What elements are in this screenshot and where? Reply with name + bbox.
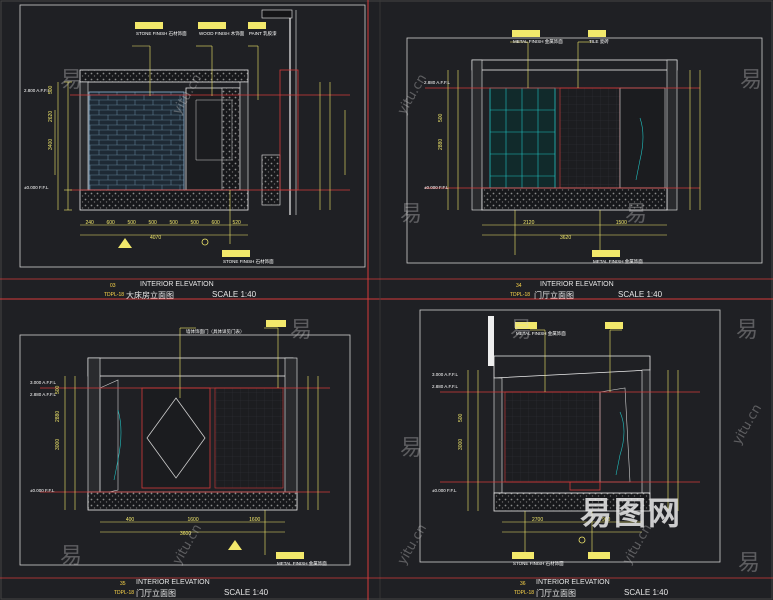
elevation-panel-3 [19,320,351,566]
elevation-panel-2 [406,30,763,264]
side-dimension-label: 2880 [55,410,61,422]
elevation-panel-1 [19,4,366,268]
level-marker-label: 3.000 A.F.F.L [432,372,459,377]
panel-1-sheet: TDPL-18 [104,292,125,298]
dimension-label: 600 [106,220,115,226]
material-callout-label: METAL FINISH 金属饰面 [513,39,563,44]
level-marker-label: ±0.000 F.F.L [30,488,55,493]
side-dimension-label: 500 [48,85,54,94]
side-dimension-label: 3000 [55,438,61,450]
dimension-label: 400 [125,517,135,523]
dimension-label: 520 [232,220,241,226]
panel-4-number: 36 [520,581,526,587]
level-marker-label: ±0.000 F.F.L [424,185,449,190]
dimension-label: 1500 [615,220,627,226]
dimension-label: 500 [127,220,136,226]
level-marker-label: 3.000 A.F.F.L [30,380,57,385]
dimension-label: 500 [148,220,157,226]
material-callout-label: STONE FINISH 石材饰面 [513,561,564,566]
level-marker-label: 2.880 A.F.F.L [30,392,57,397]
side-dimension-label: 500 [55,385,61,394]
level-marker-label: ±0.000 F.F.L [432,488,457,493]
material-callout-label: STONE FINISH 石材饰面 [136,31,187,36]
side-dimension-label: 500 [438,113,444,122]
dimension-total-label: 4070 [150,235,162,241]
side-dimension-label: 2620 [48,110,54,122]
panel-1-title: 大床房立面图 [126,291,174,300]
material-callout-label: STONE FINISH 石材饰面 [223,259,274,264]
level-marker-label: 2.800 A.F.F.L [24,88,51,93]
dimension-label: 1600 [249,517,261,523]
material-callout-label: PAINT 乳胶漆 [249,31,277,36]
dimension-label: 500 [169,220,178,226]
side-dimension-label: 2880 [438,138,444,150]
side-dimension-label: 3400 [48,138,54,150]
material-callout-label: WOOD FINISH 木饰面 [199,31,245,36]
material-callout-label: 墙体饰面门（具体详见门表） [186,329,245,334]
side-dimension-label: 500 [458,413,464,422]
panel-4-heading: INTERIOR ELEVATION [536,579,610,586]
panel-2-sheet: TDPL-18 [510,292,531,298]
dimension-label: 1600 [187,517,199,523]
material-callout-label: METAL FINISH 金属饰面 [593,259,643,264]
panel-4-scale: SCALE 1:40 [624,588,669,597]
panel-2-scale: SCALE 1:40 [618,290,663,299]
side-dimension-label: 3000 [458,438,464,450]
panel-4-sheet: TDPL-18 [514,590,535,596]
level-marker-label: 2.880 A.F.F.L [432,384,459,389]
dimension-label: 500 [190,220,199,226]
material-callout-label: TILE 瓷砖 [589,39,609,44]
dimension-total-label: 3600 [180,531,192,537]
panel-1-heading: INTERIOR ELEVATION [140,281,214,288]
dimension-label: 2700 [532,517,544,523]
watermark-brand-logo: 易图网 [580,494,683,532]
level-marker-label: 2.880 A.F.F.L [424,80,451,85]
dimension-label: 240 [85,220,94,226]
panel-1-number: 03 [110,283,116,289]
material-callout-label: METAL FINISH 金属饰面 [516,331,566,336]
dimension-total-label: 3620 [560,235,572,241]
elevation-panel-4 [419,309,721,563]
dimension-label: 2120 [523,220,535,226]
panel-1-scale: SCALE 1:40 [212,290,257,299]
panel-2-heading: INTERIOR ELEVATION [540,281,614,288]
dimension-label: 600 [211,220,220,226]
material-callout-label: METAL FINISH 金属饰面 [277,561,327,566]
panel-3-sheet: TDPL-18 [114,590,135,596]
panel-4-title: 门厅立面图 [536,589,576,598]
panel-2-number: 34 [516,283,522,289]
panel-2-title: 门厅立面图 [534,291,574,300]
panel-3-title: 门厅立面图 [136,589,176,598]
panel-3-number: 35 [120,581,126,587]
panel-3-heading: INTERIOR ELEVATION [136,579,210,586]
dimension-label: 900 [602,517,611,523]
panel-3-scale: SCALE 1:40 [224,588,269,597]
level-marker-label: ±0.000 F.F.L [24,185,49,190]
